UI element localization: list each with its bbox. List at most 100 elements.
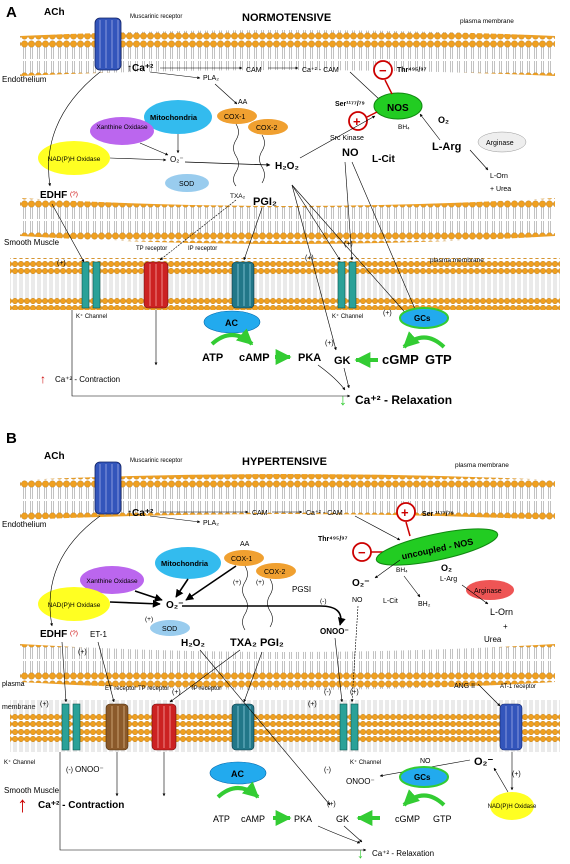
cgmp-label-b: cGMP <box>395 814 420 824</box>
tp-receptor-b <box>151 703 177 751</box>
plasma-membrane-label-a-top: plasma membrane <box>460 18 514 25</box>
cox2-a <box>248 119 288 135</box>
endothelial-membrane-top-a <box>20 30 555 76</box>
relaxation-arrow-b: ↓ <box>357 845 364 861</box>
gcs-label-a: GCs <box>414 314 431 323</box>
arrow-edhf-kchan-a <box>51 203 85 263</box>
arrow-txa2-tp-b <box>169 649 241 703</box>
ip-receptor-a <box>231 261 255 309</box>
arrow-pka-relax-a <box>317 364 346 391</box>
arrow-larg-lorn-a <box>469 149 489 171</box>
arrow-no-kch-a <box>344 161 354 261</box>
arrow-cacam-nos-a <box>349 71 381 101</box>
relaxation-label-b: Ca⁺² - Relaxation <box>372 849 434 858</box>
cam-label-b: CAM <box>252 510 268 517</box>
arrow-kchan-relax-a <box>71 310 351 398</box>
pgi2-label-a: PGI₂ <box>253 196 277 208</box>
smooth-muscle-membrane-b <box>10 700 560 752</box>
ach-label-b: ACh <box>44 451 65 462</box>
sod-a <box>165 174 209 192</box>
activation-ser-a: + <box>348 111 378 131</box>
o2minus2-label-b: O₂⁻ <box>352 578 370 589</box>
no-label-b: NO <box>352 597 363 604</box>
gcs-cycle-arrow-b <box>402 789 446 807</box>
panel-b: B ACh Muscarinic receptor HYPERTENSIVE p… <box>2 430 560 861</box>
minus-b-2: (-) <box>324 689 331 696</box>
relaxation-arrow-a: ↓ <box>339 392 347 409</box>
smooth-muscle-label-b: Smooth Muscle <box>4 786 60 795</box>
sod-label-a: SOD <box>179 181 194 188</box>
onoo-left-b: ONOO⁻ <box>75 765 104 774</box>
arrow-larg-lorn-b <box>461 584 489 605</box>
onoo-mid-b: ONOO⁻ <box>346 777 375 786</box>
uncoupled-nos-b <box>375 528 499 566</box>
ca-cam-label-a: Ca⁺² - CAM <box>302 67 339 74</box>
cox1-b <box>224 550 264 566</box>
squiggle-cox-b <box>242 565 248 631</box>
arrow-pla2-aa-a <box>214 83 238 105</box>
o2minus-label-b: O₂⁻ <box>166 600 184 611</box>
arrow-h2o2-nos-a <box>299 115 376 159</box>
nadph-oxidase-a <box>38 141 110 175</box>
panel-b-title: HYPERTENSIVE <box>242 456 327 468</box>
plasma-membrane-label-a-bottom: plasma membrane <box>430 257 484 264</box>
aa-label-a: AA <box>238 99 248 106</box>
o2minus-sm-b: O₂⁻ <box>474 756 493 768</box>
h2o2-label-b: H₂O₂ <box>181 638 205 649</box>
k-channel-label-a-left: K⁺ Channel <box>76 313 107 320</box>
gcs-a <box>399 307 449 329</box>
svg-text:−: − <box>379 63 387 78</box>
sod-b <box>150 620 190 636</box>
atp-label-a: ATP <box>202 352 223 364</box>
plus-a-3: (+) <box>344 241 353 248</box>
panel-b-letter: B <box>6 430 17 447</box>
panel-a-letter: A <box>6 4 17 21</box>
ac-label-a: AC <box>225 318 238 328</box>
et-receptor-label-b: ET receptor <box>105 686 136 692</box>
gcs-cycle-arrow-a <box>402 331 446 349</box>
arginase-b <box>466 580 514 600</box>
arrow-ca-pla2-a <box>149 71 201 80</box>
at1-receptor-label-b: AT-1 receptor <box>500 684 536 690</box>
squiggle-cox-pgi2-a <box>259 134 265 184</box>
plus-b-10: (+) <box>512 771 521 778</box>
plus-a-2: (+) <box>305 255 314 262</box>
ip-receptor-b <box>231 703 255 751</box>
arrow-edhf-kch-b <box>61 641 68 703</box>
arrow-pgi2-ip-a <box>243 207 263 261</box>
edhf-q-a: (?) <box>70 191 78 198</box>
o2-label-a: O₂ <box>438 115 449 125</box>
arrow-pka-relax-b <box>317 825 361 844</box>
ac-label-b: AC <box>231 769 244 779</box>
panel-a-title: NORMOTENSIVE <box>242 12 331 24</box>
nos-label-a: NOS <box>387 103 409 114</box>
gk-label-b: GK <box>336 814 349 824</box>
nadph-label-a: NAD(P)H Oxidase <box>48 156 101 163</box>
thr-label-a: Thr⁴⁹⁵/⁹⁷ <box>397 67 427 74</box>
arginase-label-b: Arginase <box>474 588 502 595</box>
arrow-nadph-o2-a <box>109 157 167 162</box>
arrow-no-kch-b <box>350 605 359 703</box>
adenylyl-cyclase-b <box>209 761 267 785</box>
squiggle-cox2-b <box>267 578 273 628</box>
plus-b-8: (+) <box>350 689 359 696</box>
xanthine-label-b: Xanthine Oxidase <box>86 578 138 585</box>
k-channel-label-b-left: K⁺ Channel <box>4 759 35 766</box>
urea-label-a: + Urea <box>490 186 511 193</box>
nadph-label-b: NAD(P)H Oxidase <box>48 602 101 609</box>
nadph-oxidase-sm-b <box>490 792 534 820</box>
arrow-o2-onoo-b <box>182 605 346 626</box>
svg-text:+: + <box>401 505 409 520</box>
tp-receptor-label-b: TP receptor <box>138 686 169 692</box>
minus-b-1: (-) <box>320 598 327 605</box>
gtp-label-b: GTP <box>433 814 452 824</box>
arrow-gk-relax-b <box>343 825 363 843</box>
plus-b-3: (+) <box>145 616 153 623</box>
arrow-ca-edhf-b <box>49 515 101 627</box>
edhf-q-b: (?) <box>70 630 78 637</box>
angii-label-b: ANG II <box>454 683 475 690</box>
arrow-o2-h2o2-a <box>184 161 271 167</box>
ser-label-b: Ser ¹¹⁷⁷/⁷⁹ <box>422 511 454 518</box>
arrow-nadph-o2m-b <box>493 767 509 793</box>
